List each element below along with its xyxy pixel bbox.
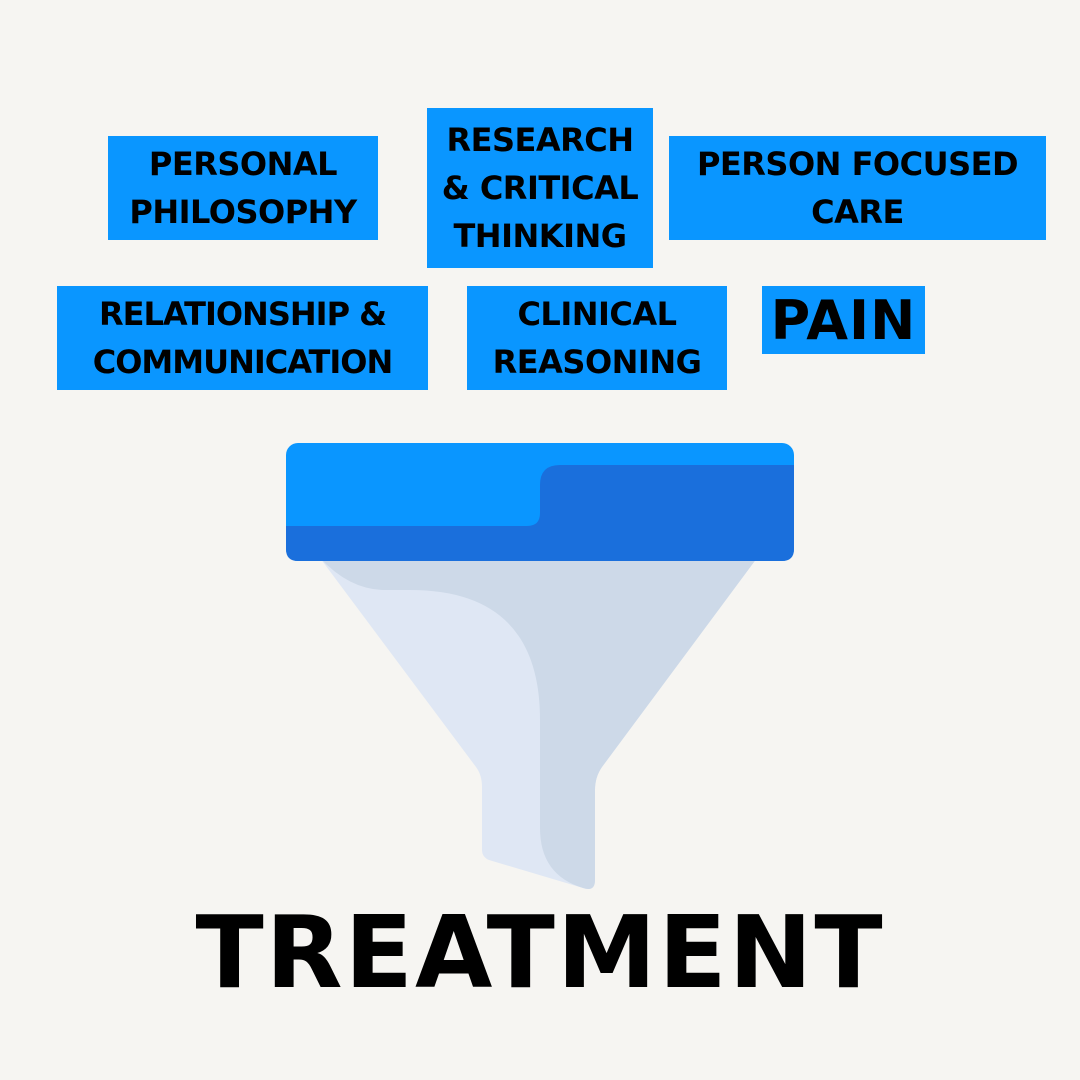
label-personal-philosophy: PERSONAL PHILOSOPHY	[108, 136, 378, 240]
label-line: PHILOSOPHY	[129, 193, 357, 231]
label-line: PAIN	[770, 288, 917, 352]
label-line: PERSON FOCUSED	[696, 145, 1019, 183]
label-line: RESEARCH	[446, 121, 634, 159]
label-line: PERSONAL	[148, 145, 338, 183]
funnel-rim-shade	[286, 465, 794, 561]
label-person-focused-care: PERSON FOCUSED CARE	[669, 136, 1046, 240]
label-line: & CRITICAL	[441, 169, 639, 207]
result-label-treatment: TREATMENT	[195, 894, 885, 1011]
funnel-body-shadow	[320, 558, 757, 889]
label-relationship-communication: RELATIONSHIP & COMMUNICATION	[57, 286, 428, 390]
label-pain: PAIN	[762, 286, 925, 354]
label-research-critical-thinking: RESEARCH & CRITICAL THINKING	[427, 108, 653, 268]
label-line: RELATIONSHIP &	[98, 295, 387, 333]
label-line: CARE	[811, 193, 904, 231]
label-line: THINKING	[453, 217, 627, 255]
label-line: REASONING	[492, 343, 702, 381]
label-line: CLINICAL	[517, 295, 677, 333]
label-clinical-reasoning: CLINICAL REASONING	[467, 286, 727, 390]
label-line: COMMUNICATION	[92, 343, 394, 381]
